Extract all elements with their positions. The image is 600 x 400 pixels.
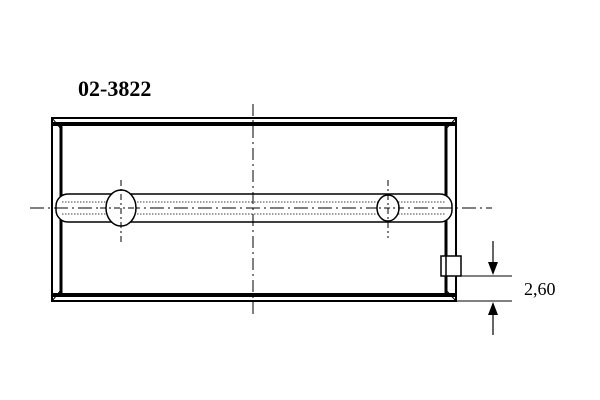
chamfer-top-left <box>51 117 62 130</box>
shell-outer-outline <box>51 117 457 302</box>
chamfer-bottom-left <box>51 289 62 302</box>
locating-lug <box>440 255 462 277</box>
dimension-arrow-top-head <box>488 262 498 275</box>
dimension-value-label: 2,60 <box>524 279 556 299</box>
chamfer-top-right <box>445 117 457 130</box>
part-number-label: 02-3822 <box>78 76 151 101</box>
chamfer-bottom-right <box>445 289 457 302</box>
dimension-arrow-bottom-head <box>488 302 498 315</box>
